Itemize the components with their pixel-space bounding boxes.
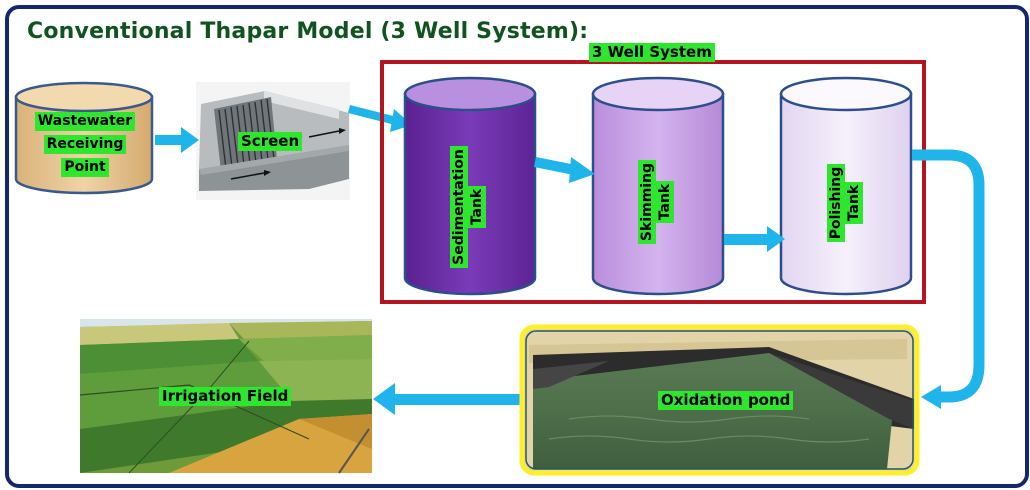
polishing-tank-label: Polishing Tank [827,158,867,248]
irrigation-field-label: Irrigation Field [159,387,292,406]
sedimentation-line1: Sedimentation [450,146,468,268]
receiving-point-line3: Point [61,158,109,177]
receiving-point-line2: Receiving [43,135,127,154]
skimming-line2: Tank [656,180,674,224]
arrow-skimming-to-polishing [724,226,785,252]
receiving-point-label: Wastewater Receiving Point [29,112,141,181]
diagram-canvas [14,60,985,476]
sedimentation-line2: Tank [468,185,486,229]
arrow-receiving-to-screen [155,127,199,153]
polishing-line1: Polishing [827,163,845,243]
diagram-title: Conventional Thapar Model (3 Well System… [27,19,589,44]
three-well-system-label: 3 Well System [589,43,715,62]
arrow-polishing-to-oxidation [912,149,985,409]
screen-label: Screen [238,132,303,151]
oxidation-pond-image [519,324,920,476]
sedimentation-tank-label: Sedimentation Tank [450,146,490,268]
receiving-point-line1: Wastewater [34,112,136,131]
arrow-oxidation-to-irrigation [373,383,524,415]
skimming-line1: Skimming [638,159,656,245]
three-well-group-box [380,60,926,304]
polishing-line2: Tank [845,181,863,225]
oxidation-pond-label: Oxidation pond [658,391,794,410]
skimming-tank-label: Skimming Tank [638,157,678,247]
diagram-frame: Conventional Thapar Model (3 Well System… [5,5,1029,488]
arrow-sedimentation-to-skimming [534,157,595,183]
skimming-tank [591,76,725,296]
